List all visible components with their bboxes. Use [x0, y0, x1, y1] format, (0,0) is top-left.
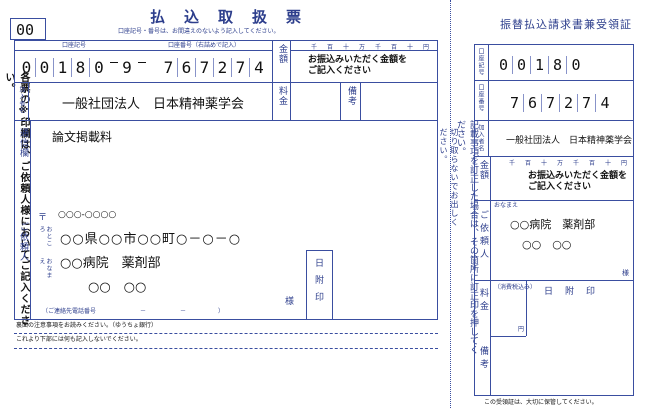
- receipt-requester-label: ご依頼人: [478, 210, 488, 262]
- receipt-account-number-digit: 2: [560, 94, 578, 112]
- receipt-account-digit: 0: [513, 56, 531, 74]
- receipt-person-name: ○○ ○○: [522, 238, 572, 251]
- postal-mark: 〒: [38, 213, 48, 223]
- stub-code: 00: [16, 21, 35, 39]
- main-frame: [14, 40, 438, 320]
- receipt-title: 振替払込請求書兼受領証: [500, 18, 632, 31]
- remarks-label: 備考: [346, 86, 356, 106]
- sama: 様: [285, 297, 295, 307]
- receipt-account-number-digit: 7: [578, 94, 596, 112]
- receipt-account-digit: 8: [549, 56, 567, 74]
- receipt-account-number-label: 口座番号: [477, 84, 484, 112]
- phone-dash: －: [180, 308, 187, 315]
- middle-caption: 切り取らないでお出しください。: [439, 128, 459, 227]
- receipt-account-number-digit: 4: [600, 94, 610, 112]
- receipt-amount-notice: お振込みいただく金額を ご記入ください: [528, 171, 628, 192]
- receipt-subscriber-label: 加入者名: [477, 124, 484, 152]
- account-digit: 0: [36, 58, 54, 77]
- account-number-digit: 7: [196, 58, 214, 77]
- receipt-remarks-label: 備考: [478, 346, 488, 372]
- address-label: おところ: [38, 226, 52, 247]
- receipt-consumption-tax-label: （消費税込み）: [494, 284, 537, 291]
- receipt-amount-denominations: 千 百 十 万 千 百 十 円: [508, 160, 627, 167]
- name-label: おなまえ: [38, 258, 52, 279]
- account-number-digit: 6: [178, 58, 196, 77]
- slip-title: 払 込 取 扱 票: [150, 8, 304, 26]
- receipt-account-digits: 0 0 1 8 0: [495, 56, 585, 74]
- receipt-account-digit: 0: [495, 56, 513, 74]
- phone-dash: －: [140, 308, 147, 315]
- account-number-digit: 7: [232, 58, 250, 77]
- requester-label: ご依頼人: [18, 222, 28, 262]
- phone-label: （ご連絡先電話番号: [42, 308, 97, 315]
- receipt-account-number-digit: 6: [524, 94, 542, 112]
- account-number-label: 口座番号（右詰めで記入）: [168, 42, 241, 49]
- left-caption: 各票の※印欄は、ご依頼人様においてご記入ください。: [3, 72, 29, 326]
- bottom-note-2: これより下部には何も記入しないでください。: [16, 336, 142, 343]
- amount-label: 金額: [277, 44, 287, 64]
- address: ○○県○○市○○町○－○－○: [60, 232, 242, 247]
- receipt-bottom-note: この受領証は、大切に保管してください。: [484, 399, 598, 406]
- account-digit: 9: [122, 58, 132, 77]
- date-label: 日附印: [313, 258, 323, 309]
- receipt-yen: 円: [518, 326, 525, 333]
- account-digit: 0: [18, 58, 36, 77]
- receipt-sama: 様: [622, 269, 629, 277]
- account-number-digits: 7 6 7 2 7 4: [160, 58, 268, 77]
- receipt-org-name: ○○病院 薬剤部: [510, 218, 596, 231]
- bottom-note-1: 裏面の注意事項をお読みください。（ゆうちょ銀行）: [16, 322, 158, 329]
- correction-caption: 記載事項を訂正した場合は、その箇所に訂正印を押してください。: [455, 120, 478, 354]
- receipt-subscriber-name: 一般社団法人 日本精神薬学会: [506, 136, 633, 146]
- amount-notice: お振込みいただく金額を ご記入ください: [308, 55, 408, 76]
- receipt-amount-label: 金額: [478, 160, 488, 180]
- fee-label: 料金: [277, 86, 287, 106]
- receipt-date-label: 日附印: [544, 287, 608, 297]
- subscriber-label: 加入者名: [18, 86, 25, 114]
- org-name: ○○病院 薬剤部: [60, 256, 161, 271]
- account-digit: 1: [54, 58, 72, 77]
- subscriber-name: 一般社団法人 日本精神薬学会: [62, 97, 245, 112]
- receipt-fee-label: 料金: [478, 288, 488, 314]
- perforation-line: [450, 0, 451, 408]
- account-symbol-digits: 0 0 1 8 0: [18, 58, 108, 77]
- receipt-name-label: おなまえ: [494, 202, 519, 209]
- receipt-frame: [474, 44, 634, 396]
- stub-code-box: 00: [10, 18, 46, 40]
- account-symbol-label: 口座記号: [62, 42, 87, 49]
- receipt-account-digit: 0: [571, 56, 581, 74]
- comm-text: 論文掲載料: [52, 130, 113, 144]
- account-number-digit: 2: [214, 58, 232, 77]
- comm-label: 通信欄: [18, 128, 28, 158]
- receipt-account-number-digit: 7: [506, 94, 524, 112]
- account-check-digit: 9: [118, 58, 136, 77]
- account-number-digit: 7: [160, 58, 178, 77]
- account-number-digit: 4: [254, 58, 264, 77]
- receipt-account-digit: 1: [531, 56, 549, 74]
- phone-close: ）: [218, 308, 225, 315]
- person-name: ○○ ○○: [88, 280, 147, 295]
- receipt-account-symbol-label: 口座記号: [477, 48, 484, 76]
- instruction-top: 口座記号・番号は、お間違えのないよう記入してください。: [118, 28, 280, 35]
- postal-code: ○○○-○○○○: [58, 210, 117, 220]
- amount-denominations: 千 百 十 万 千 百 十 円: [310, 44, 429, 51]
- receipt-account-number-digits: 7 6 7 2 7 4: [506, 94, 614, 112]
- account-digit: 0: [94, 58, 104, 77]
- account-digit: 8: [72, 58, 90, 77]
- receipt-account-number-digit: 7: [542, 94, 560, 112]
